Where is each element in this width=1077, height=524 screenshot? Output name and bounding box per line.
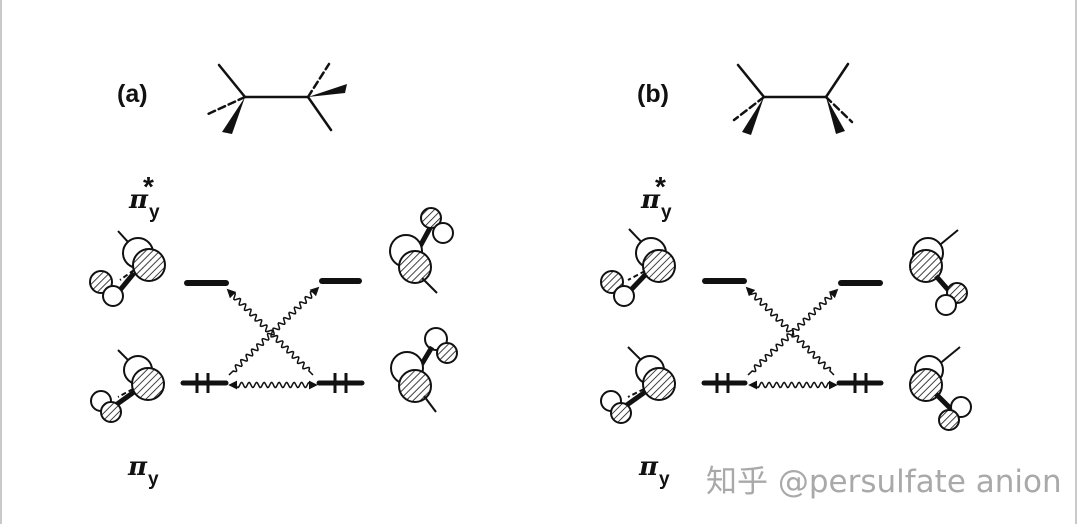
panel-a-arrow-to-upper-right bbox=[228, 286, 320, 376]
panel-a-energy-levels bbox=[180, 278, 365, 386]
panel-a-electron-pairs bbox=[195, 373, 348, 393]
panel-a-interaction-arrows bbox=[226, 286, 320, 390]
watermark: 知乎 @persulfate anion bbox=[706, 464, 1062, 500]
panel-a-right-lower-orbital bbox=[390, 327, 458, 413]
panel-b-right-lower-orbital bbox=[909, 346, 972, 431]
panel-a-ll-hatched-lobe-small bbox=[100, 401, 122, 423]
panel-b-lu-hatched-lobe-large bbox=[642, 249, 676, 283]
panel-b-left-upper-orbital bbox=[600, 228, 676, 307]
panel-b-arrow-to-upper-left bbox=[745, 286, 835, 376]
panel-a-left-upper-bond bbox=[217, 63, 247, 99]
panel-b-lower-orbital-label: πy bbox=[639, 452, 670, 489]
panel-b-left-upper-bond bbox=[736, 63, 766, 99]
panel-a-lu-open-lobe-small bbox=[102, 285, 124, 307]
panel-a-upper-orbital-label: πy* bbox=[129, 173, 160, 223]
panel-a-lu-dashed-link bbox=[119, 269, 135, 281]
panel-a-left-upper-orbital bbox=[89, 230, 166, 307]
panel-b-arrow-to-upper-right bbox=[747, 288, 839, 376]
panel-b-upper-orbital-label: πy* bbox=[641, 173, 672, 223]
panel-b-left-lower-orbital bbox=[600, 346, 676, 424]
panel-a-ll-dashed-link bbox=[117, 388, 134, 398]
panel-a-ru-open-lobe-small bbox=[432, 222, 454, 244]
panel-b-ru-open-lobe-small bbox=[935, 294, 957, 316]
panel-b-interaction-arrows bbox=[745, 286, 839, 390]
panel-b-rl-bold-link bbox=[934, 392, 954, 412]
panel-b-ll-hatched-lobe-large bbox=[642, 367, 676, 401]
panel-a-lower-orbital-label: πy bbox=[128, 452, 159, 489]
panel-a-lower-pi-symbol: π bbox=[128, 452, 148, 482]
panel-a-left-dashed-bond bbox=[206, 95, 247, 116]
panel-b-arrow-horizontal bbox=[748, 380, 838, 390]
panel-a-ru-hatched-lobe-small bbox=[420, 207, 442, 229]
panel-a-left-wedge-bond bbox=[222, 97, 245, 134]
panel-b-label: (b) bbox=[637, 80, 669, 108]
panel-b bbox=[600, 62, 972, 431]
panel-a-rl-hatched-lobe-large bbox=[398, 369, 432, 403]
panel-b-molecule-skeleton bbox=[732, 62, 854, 135]
panel-b-lower-subscript: y bbox=[659, 469, 670, 490]
panel-a-right-lower-bond bbox=[306, 95, 333, 132]
panel-a-lower-subscript: y bbox=[148, 469, 159, 490]
panel-b-ll-dashed-link bbox=[627, 388, 645, 398]
panel-b-left-wedge-bond bbox=[742, 97, 764, 135]
panel-b-ll-hatched-lobe-small bbox=[610, 402, 632, 424]
panel-a-upper-subscript: y bbox=[149, 202, 160, 223]
panel-b-upper-superscript: * bbox=[655, 171, 666, 202]
panel-b-rl-hatched-lobe-large bbox=[909, 368, 943, 402]
panel-a-ru-substituent-line bbox=[421, 277, 438, 294]
panel-a-upper-pi-symbol: π bbox=[129, 185, 149, 215]
panel-a-label: (a) bbox=[117, 80, 148, 108]
panel-a-ru-hatched-lobe-large bbox=[398, 250, 432, 284]
panel-a-right-upper-orbital bbox=[389, 207, 454, 294]
panel-a-ll-hatched-lobe-large bbox=[131, 367, 165, 401]
panel-a-molecule-skeleton bbox=[206, 62, 347, 134]
panel-b-electron-pairs bbox=[715, 373, 868, 393]
panel-b-rl-hatched-lobe-small bbox=[938, 409, 960, 431]
panel-a-upper-superscript: * bbox=[143, 171, 154, 202]
panel-a-left-lower-orbital bbox=[90, 349, 165, 423]
panel-b-lower-pi-symbol: π bbox=[639, 452, 659, 482]
panel-b-upper-pi-symbol: π bbox=[641, 185, 661, 215]
panel-b-right-dashed-bond bbox=[824, 95, 854, 124]
panel-b-lu-open-lobe-small bbox=[613, 285, 635, 307]
panel-a-rl-hatched-lobe-small bbox=[436, 342, 458, 364]
panel-a-right-dashed-bond bbox=[306, 62, 331, 99]
panel-a-arrow-to-upper-left bbox=[226, 288, 314, 376]
panel-b-upper-subscript: y bbox=[661, 202, 672, 223]
panel-b-ru-hatched-lobe-large bbox=[909, 249, 943, 283]
panel-a-arrow-horizontal bbox=[228, 380, 318, 390]
left-edge-line bbox=[0, 0, 2, 524]
panel-a-right-wedge-bond bbox=[308, 84, 347, 97]
panel-b-left-dashed-bond bbox=[732, 95, 766, 122]
panel-b-energy-levels bbox=[701, 278, 884, 386]
panel-a bbox=[89, 62, 458, 423]
right-edge-line bbox=[1075, 0, 1077, 524]
panel-a-rl-substituent-line bbox=[423, 395, 437, 413]
panel-a-lu-hatched-lobe-large bbox=[132, 248, 166, 282]
panel-b-right-wedge-bond bbox=[826, 97, 845, 134]
panel-b-lu-dashed-link bbox=[627, 270, 646, 281]
panel-b-right-upper-bond bbox=[824, 62, 850, 99]
panel-b-right-upper-orbital bbox=[909, 229, 968, 316]
